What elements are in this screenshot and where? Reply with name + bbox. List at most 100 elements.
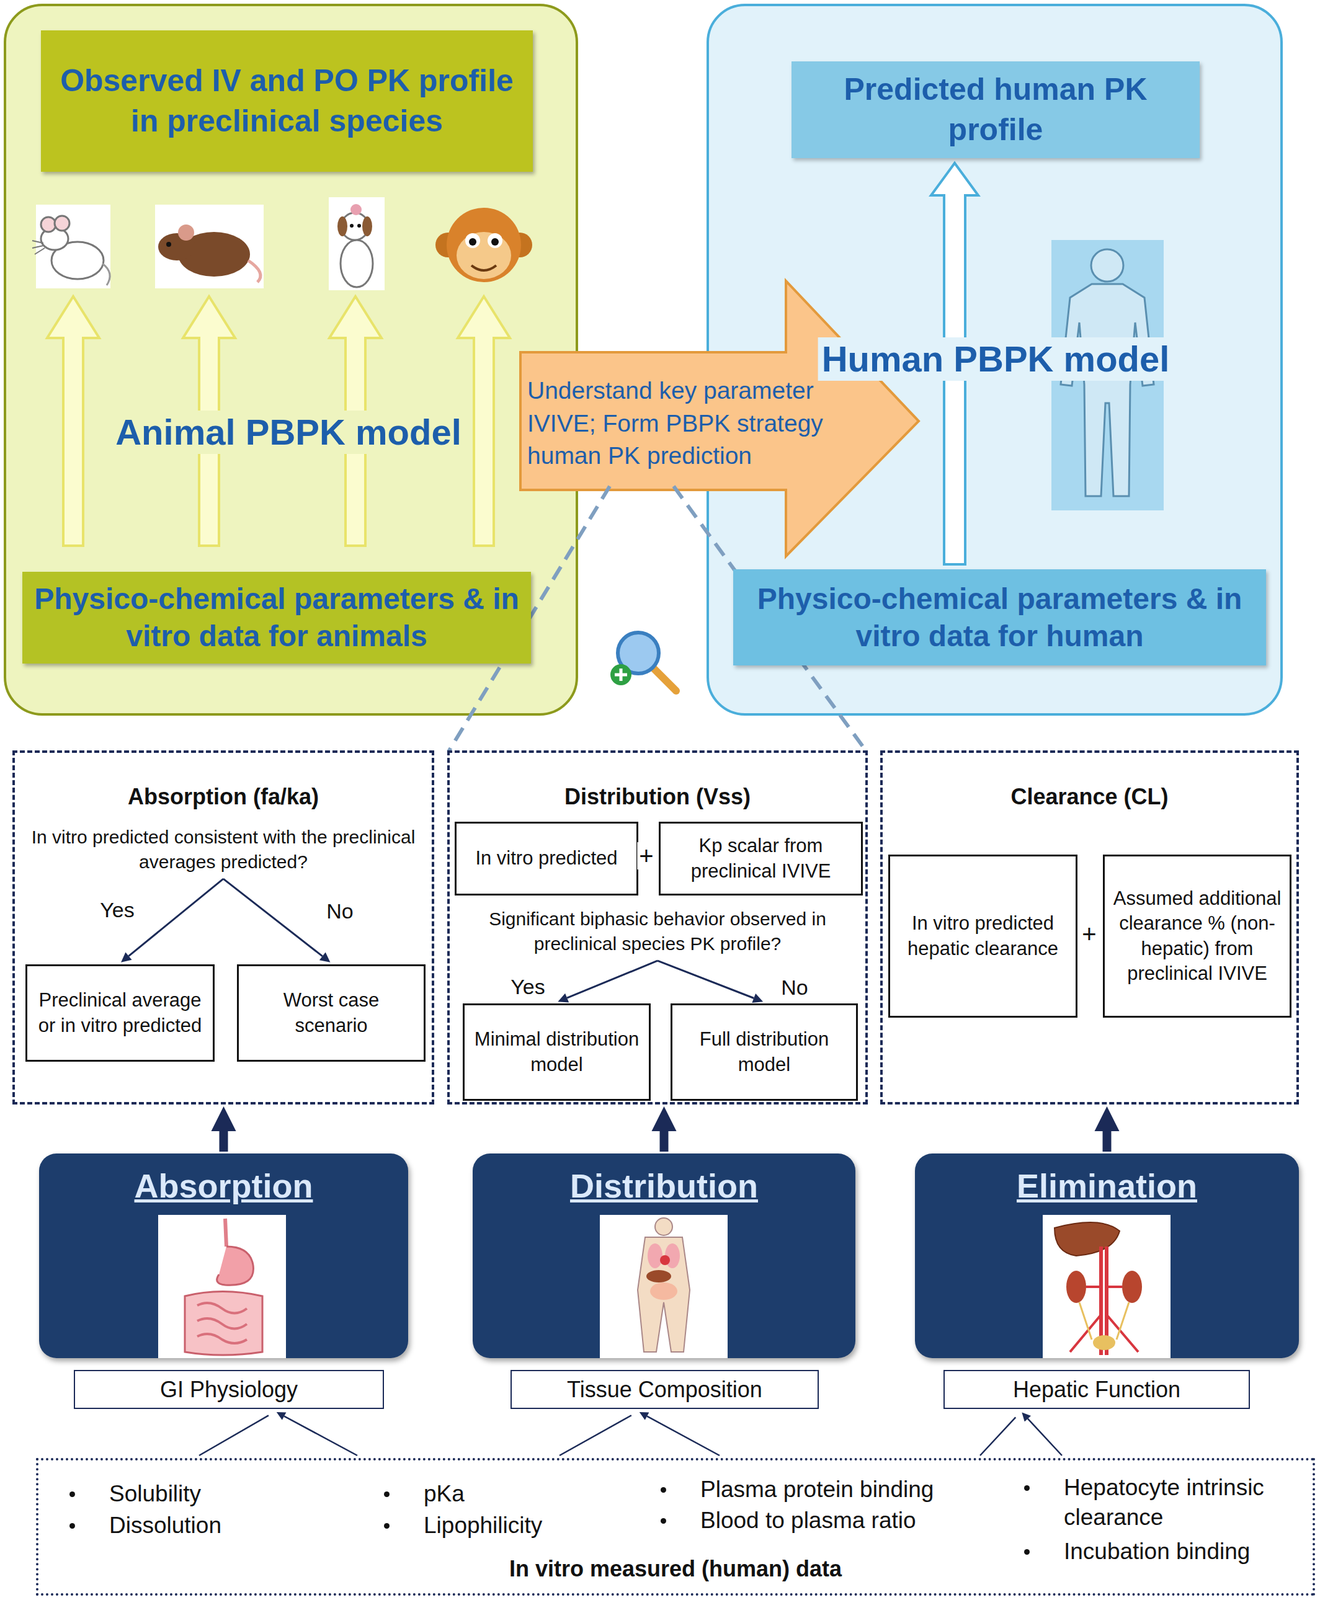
illustration-part <box>610 664 632 686</box>
illustration-part <box>166 241 172 247</box>
monkey-icon <box>435 207 533 283</box>
bullet-item: Lipophilicity <box>423 1511 660 1541</box>
data-box: SolubilityDissolution pKaLipophilicity Pla… <box>35 1458 1316 1597</box>
heading-text: Animal PBPK model <box>111 410 466 455</box>
illustration-part <box>1060 284 1154 497</box>
illustration-part <box>349 223 354 228</box>
box-text: Worst case scenario <box>246 988 417 1039</box>
process-box: In vitro predicted hepatic clearance <box>888 854 1078 1018</box>
bullet-item: Plasma protein binding <box>700 1475 1023 1505</box>
yellow-arrow <box>47 296 100 546</box>
illustration-part <box>350 204 362 216</box>
box-text: Predicted human PK profile <box>798 69 1193 151</box>
illustration-part <box>614 668 628 682</box>
illustration-part <box>35 204 111 289</box>
illustration-part <box>197 1303 247 1344</box>
bullet-item: pKa <box>423 1479 660 1510</box>
illustration-part <box>655 1218 673 1236</box>
illustration-part <box>1122 1270 1142 1304</box>
illustration-part <box>446 207 522 283</box>
plus-sign: + <box>1079 920 1098 948</box>
info-box: Physico-chemical parameters & in vitro d… <box>733 569 1267 666</box>
edge-label: No <box>778 975 811 1000</box>
heading-text: Absorption <box>39 1166 409 1207</box>
process-box: Assumed additional clearance % (non-hepa… <box>1102 854 1292 1018</box>
process-arrow: Understand key parameter IVIVE; Form PBP… <box>527 358 832 489</box>
box-text: Tissue Composition <box>566 1376 763 1404</box>
box-text: Observed IV and PO PK profile in preclin… <box>48 60 526 142</box>
illustration-part <box>340 240 373 288</box>
connector-arrow <box>559 1415 720 1456</box>
process-box: Minimal distribution model <box>462 1003 651 1102</box>
edge-label: No <box>323 899 356 924</box>
connector-arrow <box>219 1131 229 1152</box>
info-box: Physico-chemical parameters & in vitro d… <box>22 571 531 664</box>
heading-text: Absorption (fa/ka) <box>18 782 429 811</box>
box-text: Minimal distribution model <box>472 1027 642 1078</box>
bullet-item: Solubility <box>109 1479 345 1510</box>
label-box: GI Physiology <box>73 1370 384 1410</box>
section-box: Distribution (Vss) Significant biphasic b… <box>447 750 868 1105</box>
bullet-item: Dissolution <box>109 1511 345 1541</box>
box-text: Assumed additional clearance % (non-hepa… <box>1112 886 1283 987</box>
panel-region: Animal PBPK model Observed IV and PO PK p… <box>4 4 577 715</box>
illustration-part <box>468 238 477 246</box>
heading-text: Clearance (CL) <box>886 782 1293 811</box>
illustration-part <box>647 1243 663 1269</box>
illustration-part <box>1079 1302 1129 1340</box>
illustration-part <box>184 1292 263 1356</box>
illustration-part <box>155 204 264 289</box>
header-box: Predicted human PK profile <box>791 61 1200 159</box>
box-text: In vitro predicted <box>475 846 618 871</box>
illustration-part <box>637 1237 690 1353</box>
box-text: GI Physiology <box>160 1376 298 1404</box>
illustration-part <box>1054 1222 1120 1257</box>
illustration-part <box>1070 1287 1139 1353</box>
process-box: Full distribution model <box>670 1003 858 1102</box>
panel-shape <box>4 4 577 715</box>
illustration-part <box>1092 1335 1116 1351</box>
illustration-part <box>217 1246 254 1286</box>
illustration-part <box>1091 249 1124 282</box>
illustration-part <box>646 1270 672 1283</box>
illustration-part <box>102 263 110 286</box>
box-text: In vitro predicted hepatic clearance <box>897 911 1069 962</box>
connector-arrow <box>980 1417 1062 1456</box>
illustration-part <box>328 197 385 291</box>
yellow-arrow <box>457 296 510 546</box>
illustration-part <box>471 265 497 271</box>
big-arrow-shape <box>520 280 919 557</box>
bullet-item: Hepatocyte intrinsic clearance <box>1063 1473 1306 1533</box>
heading-text: Significant biphasic behavior observed i… <box>453 906 862 956</box>
process-box: Preclinical average or in vitro predicte… <box>25 964 215 1062</box>
category-box: Elimination <box>914 1153 1299 1359</box>
illustration-part <box>337 216 348 237</box>
connector-arrow <box>199 1415 358 1456</box>
heading-text: Distribution (Vss) <box>453 782 862 811</box>
heading-text: Distribution <box>472 1166 856 1207</box>
mouse-icon <box>32 204 111 289</box>
box-text: Understand key parameter IVIVE; Form PBP… <box>527 374 832 473</box>
box-text: Preclinical average or in vitro predicte… <box>34 988 206 1039</box>
plus-sign: + <box>637 842 656 870</box>
illustration-part <box>491 238 499 246</box>
panel-region: Human PBPK modelPredicted human PK profi… <box>707 4 1282 715</box>
illustration-part <box>652 667 677 692</box>
illustration-part <box>465 233 481 249</box>
dog-icon <box>328 197 385 291</box>
illustration-part <box>487 233 503 249</box>
illustration-part <box>178 224 195 241</box>
connector-arrow <box>660 1131 669 1152</box>
illustration-part <box>54 215 70 231</box>
process-box: Worst case scenario <box>236 964 426 1062</box>
box-text: Physico-chemical parameters & in vitro d… <box>27 580 527 656</box>
yellow-arrows <box>47 296 510 546</box>
illustration-part <box>599 1215 728 1359</box>
illustration-part <box>660 1255 670 1266</box>
process-box: In vitro predicted <box>454 821 639 896</box>
header-box: Observed IV and PO PK profile in preclin… <box>40 30 533 172</box>
bullet-item: Blood to plasma ratio <box>700 1506 1023 1536</box>
illustration-part <box>248 260 261 283</box>
